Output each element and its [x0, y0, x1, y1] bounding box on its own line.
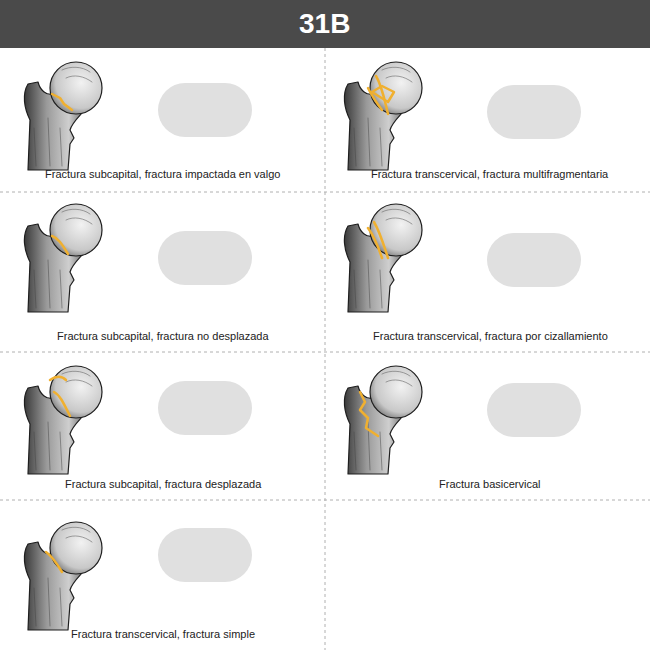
femur-figure — [24, 366, 102, 474]
fracture-caption: Fractura subcapital, fractura no desplaz… — [57, 329, 269, 343]
femur-figure — [344, 204, 422, 312]
title-bar — [0, 0, 650, 48]
femur-figure — [24, 522, 102, 630]
fracture-caption: Fractura transcervical, fractura por ciz… — [373, 329, 608, 343]
femur-figure — [344, 62, 422, 170]
grid-lines — [0, 48, 650, 650]
fracture-caption: Fractura subcapital, fractura impactada … — [45, 167, 280, 181]
femur-figure — [24, 62, 102, 170]
fracture-caption: Fractura basicervical — [439, 477, 540, 491]
fracture-caption: Fractura transcervical, fractura simple — [71, 627, 255, 641]
title-text: 31B — [299, 7, 350, 41]
femur-figure — [24, 204, 102, 312]
fracture-caption: Fractura subcapital, fractura desplazada — [65, 477, 261, 491]
femur-figure — [344, 366, 422, 474]
fracture-caption: Fractura transcervical, fractura multifr… — [371, 167, 608, 181]
